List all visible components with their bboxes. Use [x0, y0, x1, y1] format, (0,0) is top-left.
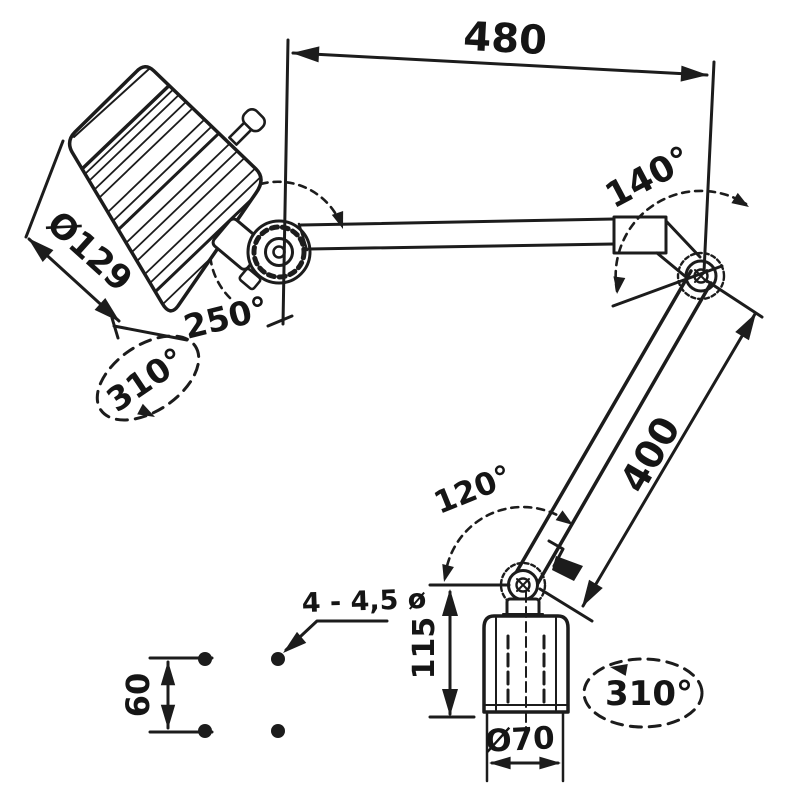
lower-arm [511, 269, 713, 592]
base-column-height-label: 115 [407, 617, 442, 680]
lower-arm-length-label: 400 [611, 409, 689, 500]
head-adjustment-knob [228, 108, 266, 146]
upper-arm [297, 215, 702, 279]
base-body [482, 614, 570, 714]
base-diameter-label: Ø70 [484, 720, 555, 760]
head-front-rim-line [73, 68, 150, 138]
upper-arm-length-label: 480 [462, 14, 548, 64]
mounting-hole-spacing-label: 60 [119, 673, 157, 718]
holes-leader-line [284, 619, 389, 652]
head-joint [238, 219, 312, 291]
mounting-hole [271, 724, 285, 738]
dimension-480: 480 [266, 14, 716, 328]
mounting-base [482, 591, 570, 735]
annotation-310-base: 310° [582, 657, 704, 729]
base-joint-angle-label: 120° [429, 458, 517, 521]
mounting-hole-pattern: 60 4 - 4,5 ø [119, 584, 427, 738]
elbow-swivel-angle-label: 140° [599, 139, 698, 217]
elbow-joint [676, 251, 726, 301]
head-joint-angle-label: 250° [180, 288, 272, 346]
lamp-head-silhouette [67, 65, 263, 313]
head-joint-clamp-lever [238, 267, 262, 291]
lower-arm-clamp [552, 556, 583, 581]
dimension-70: Ø70 [484, 710, 565, 783]
base-rotation-angle-label: 310° [605, 674, 693, 714]
mounting-holes-note-label: 4 - 4,5 ø [301, 584, 427, 619]
mounting-hole [271, 652, 285, 666]
dimension-115: 115 [407, 589, 476, 719]
elbow-housing [612, 215, 668, 255]
